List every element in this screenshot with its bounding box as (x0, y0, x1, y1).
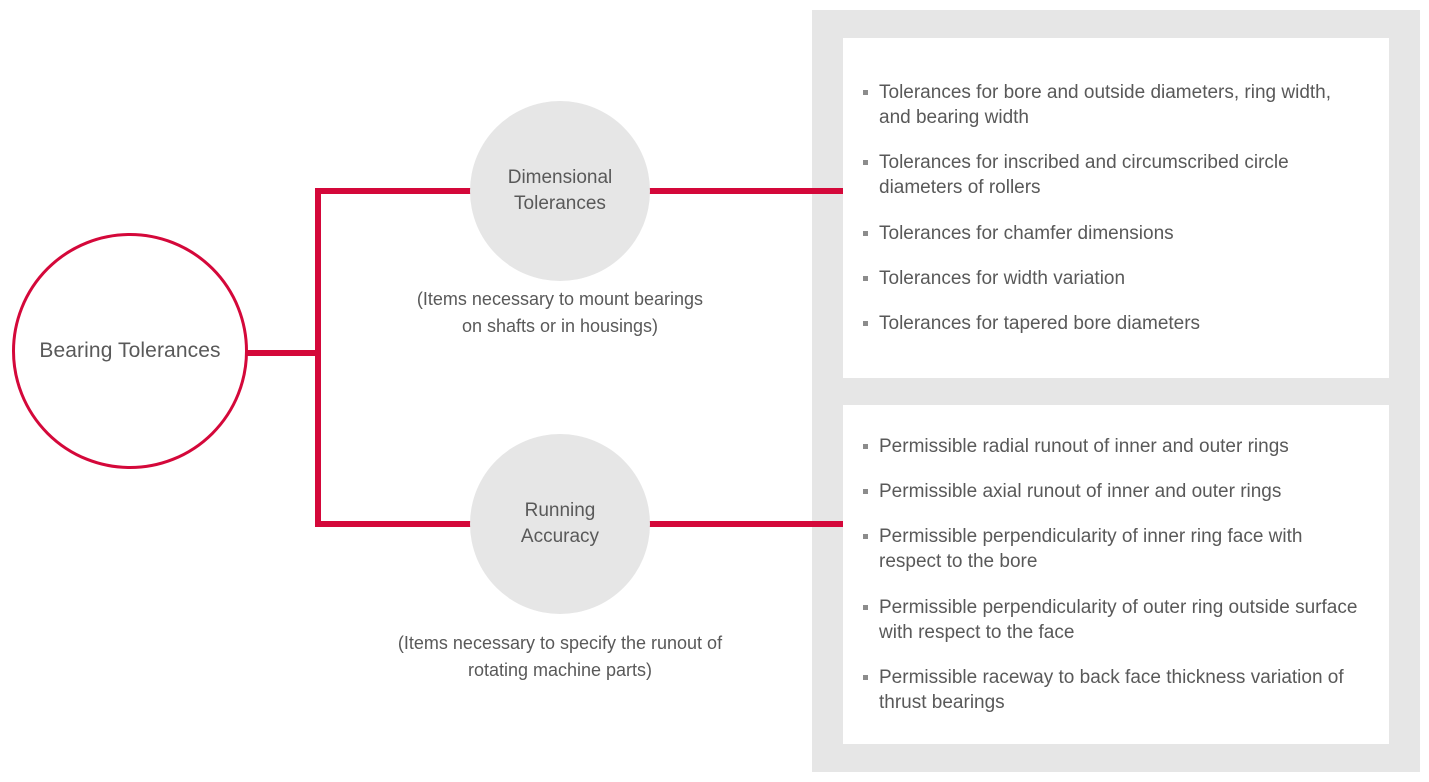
bullet-list-item: Tolerances for bore and outside diameter… (863, 70, 1367, 140)
root-node-label: Bearing Tolerances (39, 339, 221, 362)
bullet-list-item: Tolerances for tapered bore diameters (863, 301, 1367, 346)
bullet-list-item-text: Tolerances for inscribed and circumscrib… (879, 152, 1289, 199)
square-bullet-icon (863, 604, 868, 610)
bullet-list-item: Permissible perpendicularity of inner ri… (863, 514, 1367, 584)
branch-node-running-accuracy: Running Accuracy (470, 434, 650, 614)
connector-root-stub (243, 350, 321, 356)
branch-node-label-line1: Dimensional (507, 167, 613, 189)
connector-vertical-spine (315, 188, 321, 527)
branch-caption-running-accuracy: (Items necessary to specify the runout o… (300, 630, 820, 684)
square-bullet-icon (863, 489, 868, 495)
branch-caption-line1: (Items necessary to specify the runout o… (397, 633, 723, 653)
bullet-list-item-text: Permissible perpendicularity of inner ri… (879, 526, 1303, 573)
square-bullet-icon (863, 90, 868, 96)
branch-node-label-line2: Tolerances (514, 193, 606, 214)
connector-branch-bottom (315, 521, 565, 527)
bullet-list-item: Tolerances for inscribed and circumscrib… (863, 140, 1367, 210)
square-bullet-icon (863, 160, 868, 166)
bullet-list-item-text: Tolerances for bore and outside diameter… (879, 82, 1332, 129)
bullet-list-item: Permissible perpendicularity of outer ri… (863, 585, 1367, 655)
branch-caption-line1: (Items necessary to mount bearings (416, 289, 704, 309)
bullet-list-running-accuracy: Permissible radial runout of inner and o… (863, 431, 1367, 718)
bullet-list-item-text: Permissible raceway to back face thickne… (879, 666, 1344, 713)
square-bullet-icon (863, 230, 868, 236)
bullet-list-item: Permissible radial runout of inner and o… (863, 424, 1367, 469)
branch-caption-dimensional-tolerances: (Items necessary to mount bearings on sh… (300, 286, 820, 340)
panel-running-accuracy: Permissible radial runout of inner and o… (843, 405, 1389, 744)
branch-node-label: Dimensional Tolerances (508, 165, 613, 216)
square-bullet-icon (863, 674, 868, 680)
root-node-bearing-tolerances: Bearing Tolerances (12, 233, 248, 469)
bullet-list-item-text: Permissible radial runout of inner and o… (879, 436, 1289, 458)
bullet-list-item: Permissible raceway to back face thickne… (863, 655, 1367, 725)
bullet-list-item: Permissible axial runout of inner and ou… (863, 469, 1367, 514)
bullet-list-item-text: Tolerances for chamfer dimensions (879, 222, 1174, 244)
branch-caption-line2: on shafts or in housings) (461, 316, 659, 336)
branch-node-label: Running Accuracy (521, 498, 599, 549)
bullet-list-item-text: Tolerances for width variation (879, 267, 1126, 289)
bullet-list-dimensional-tolerances: Tolerances for bore and outside diameter… (863, 64, 1367, 352)
connector-running-to-panel (556, 521, 846, 527)
bullet-list-item-text: Permissible perpendicularity of outer ri… (879, 596, 1358, 643)
bullet-list-item: Tolerances for width variation (863, 256, 1367, 301)
square-bullet-icon (863, 320, 868, 326)
square-bullet-icon (863, 534, 868, 540)
branch-node-label-line1: Running (524, 500, 596, 522)
panel-dimensional-tolerances: Tolerances for bore and outside diameter… (843, 38, 1389, 378)
square-bullet-icon (863, 444, 868, 450)
connector-branch-top (315, 188, 565, 194)
bullet-list-item-text: Permissible axial runout of inner and ou… (879, 481, 1282, 503)
square-bullet-icon (863, 275, 868, 281)
branch-node-dimensional-tolerances: Dimensional Tolerances (470, 101, 650, 281)
bullet-list-item: Tolerances for chamfer dimensions (863, 211, 1367, 256)
branch-caption-line2: rotating machine parts) (467, 660, 653, 680)
branch-node-label-line2: Accuracy (520, 526, 600, 547)
connector-dimensional-to-panel (556, 188, 846, 194)
bullet-list-item-text: Tolerances for tapered bore diameters (879, 312, 1201, 334)
